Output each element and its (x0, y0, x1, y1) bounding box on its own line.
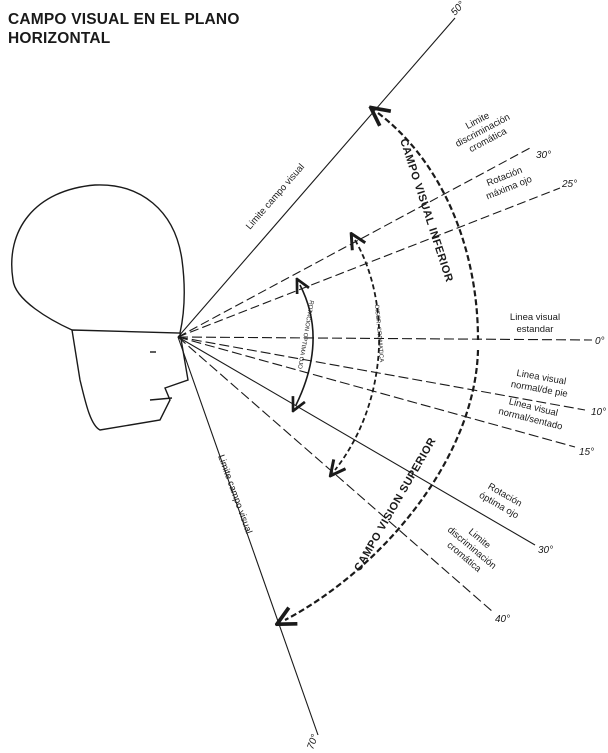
label-limite-campo-visual-upper: Limite campo visual (244, 162, 307, 232)
label-linea-visual-pie: Linea visual normal/de pie (510, 367, 571, 400)
label-rotacion-maxima: Rotación máxima ojo (480, 163, 534, 203)
degree-down-30: 30° (538, 545, 553, 556)
label-limite-campo-visual-lower: Limite campo visual (215, 453, 254, 535)
svg-text:estandar: estandar (517, 324, 554, 335)
degree-down-70: 70° (305, 733, 321, 751)
label-limite-discr-upper: Limite discriminación cromática (449, 102, 518, 159)
mouth-line (150, 398, 172, 400)
degree-down-10: 10° (591, 407, 606, 418)
degree-down-15: 15° (579, 447, 594, 458)
line-up-25 (178, 188, 560, 337)
degree-up-25: 25° (561, 179, 577, 190)
degree-down-40: 40° (495, 614, 510, 625)
degree-zero: 0° (595, 336, 605, 347)
label-limite-discr-lower: Limite discriminación cromática (437, 515, 506, 580)
line-zero (178, 337, 592, 340)
degree-up-30: 30° (536, 150, 551, 161)
arc-label-inferior: CAMPO VISUAL INFERIOR (397, 137, 455, 284)
face-outline (72, 330, 188, 430)
head-profile (12, 185, 188, 430)
line-down-30 (178, 337, 535, 545)
middle-arc (335, 240, 379, 470)
arc-label-discr-cromatica: DISCR. CROMATICA (373, 305, 384, 363)
line-down-70 (178, 337, 318, 735)
head-outline (12, 185, 184, 333)
line-down-15 (178, 337, 575, 447)
degree-up-50: 50° (449, 0, 467, 18)
svg-text:Linea visual: Linea visual (510, 312, 560, 323)
label-linea-visual-estandar: Linea visual estandar (510, 312, 560, 335)
